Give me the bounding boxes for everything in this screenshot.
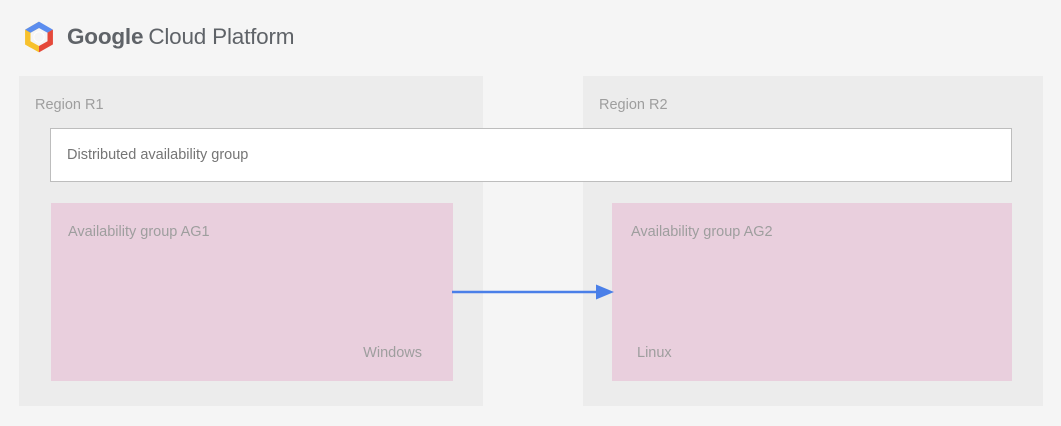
brand-secondary-text: Cloud Platform bbox=[148, 23, 295, 49]
availability-group-box-ag1: Availability group AG1 Windows bbox=[51, 203, 453, 381]
availability-group-title-ag2: Availability group AG2 bbox=[631, 224, 773, 240]
availability-group-title-ag1: Availability group AG1 bbox=[68, 224, 210, 240]
distributed-availability-group-label: Distributed availability group bbox=[67, 147, 249, 163]
region-label-r2: Region R2 bbox=[599, 97, 668, 113]
google-cloud-platform-logo-icon bbox=[25, 21, 53, 53]
region-label-r1: Region R1 bbox=[35, 97, 104, 113]
replication-arrow-icon bbox=[452, 284, 614, 300]
availability-group-os-ag1: Windows bbox=[363, 345, 422, 361]
distributed-availability-group-box: Distributed availability group bbox=[50, 128, 1012, 182]
brand-primary-text: Google bbox=[67, 23, 144, 49]
availability-group-os-ag2: Linux bbox=[637, 345, 672, 361]
availability-group-box-ag2: Availability group AG2 Linux bbox=[612, 203, 1012, 381]
